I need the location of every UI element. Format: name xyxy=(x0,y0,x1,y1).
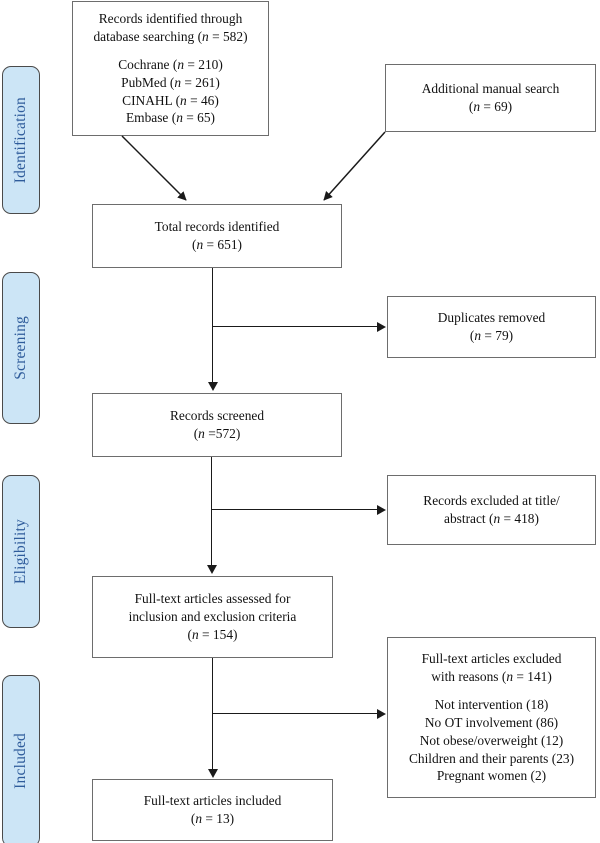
box-records-screened-text: Records screened (n =572) xyxy=(169,408,265,441)
box-fulltext-assessed: Full-text articles assessed for inclusio… xyxy=(92,576,333,658)
arrowhead-total-to-screened xyxy=(208,382,218,391)
stage-tab-included-label: Included xyxy=(12,733,29,789)
box-total-records-identified: Total records identified (n = 651) xyxy=(92,204,342,268)
arrowhead-branch-to-excluded xyxy=(377,505,386,515)
connector-assessed-to-included xyxy=(212,658,214,771)
box-fulltext-excluded: Full-text articles excluded with reasons… xyxy=(387,637,596,798)
box-additional-manual-search: Additional manual search (n = 69) xyxy=(385,64,596,132)
box-fulltext-excluded-reasons: Not intervention (18) No OT involvement … xyxy=(408,697,575,784)
connector-branch-to-duplicates xyxy=(212,326,378,328)
arrowhead-branch-to-fulltext-excluded xyxy=(377,709,386,719)
connector-branch-to-fulltext-excluded xyxy=(212,713,378,715)
stage-tab-eligibility-label: Eligibility xyxy=(12,518,29,585)
box-records-excluded-title-abstract: Records excluded at title/ abstract (n =… xyxy=(387,475,596,545)
arrowhead-screened-to-assessed xyxy=(207,565,217,574)
stage-tab-identification-label: Identification xyxy=(12,96,29,184)
box-duplicates-removed-text: Duplicates removed (n = 79) xyxy=(437,310,546,343)
box-duplicates-removed: Duplicates removed (n = 79) xyxy=(387,296,596,358)
arrow-manual-to-total xyxy=(323,131,386,201)
box-records-excluded-title-abstract-text: Records excluded at title/ abstract (n =… xyxy=(423,493,560,526)
box-fulltext-included: Full-text articles included (n = 13) xyxy=(92,779,333,841)
box-total-records-identified-text: Total records identified (n = 651) xyxy=(154,219,280,252)
box-records-identified-sources: Cochrane (n = 210) PubMed (n = 261) CINA… xyxy=(118,57,223,126)
box-additional-manual-search-text: Additional manual search (n = 69) xyxy=(421,81,560,114)
connector-branch-to-excluded xyxy=(211,509,378,511)
stage-tab-included[interactable]: Included xyxy=(2,675,40,843)
box-fulltext-excluded-heading: Full-text articles excluded with reasons… xyxy=(421,651,562,684)
stage-tab-screening-label: Screening xyxy=(12,316,29,380)
connector-screened-to-assessed xyxy=(211,457,213,567)
box-fulltext-assessed-text: Full-text articles assessed for inclusio… xyxy=(128,591,297,642)
box-records-screened: Records screened (n =572) xyxy=(92,393,342,457)
arrow-database-to-total xyxy=(121,135,187,201)
stage-tab-identification[interactable]: Identification xyxy=(2,66,40,214)
box-records-identified-database: Records identified through database sear… xyxy=(72,1,269,136)
stage-tab-screening[interactable]: Screening xyxy=(2,272,40,424)
arrowhead-assessed-to-included xyxy=(208,769,218,778)
arrowhead-branch-to-duplicates xyxy=(377,322,386,332)
box-fulltext-included-text: Full-text articles included (n = 13) xyxy=(143,793,282,826)
stage-tab-eligibility[interactable]: Eligibility xyxy=(2,475,40,628)
box-records-identified-heading: Records identified through database sear… xyxy=(93,10,248,44)
